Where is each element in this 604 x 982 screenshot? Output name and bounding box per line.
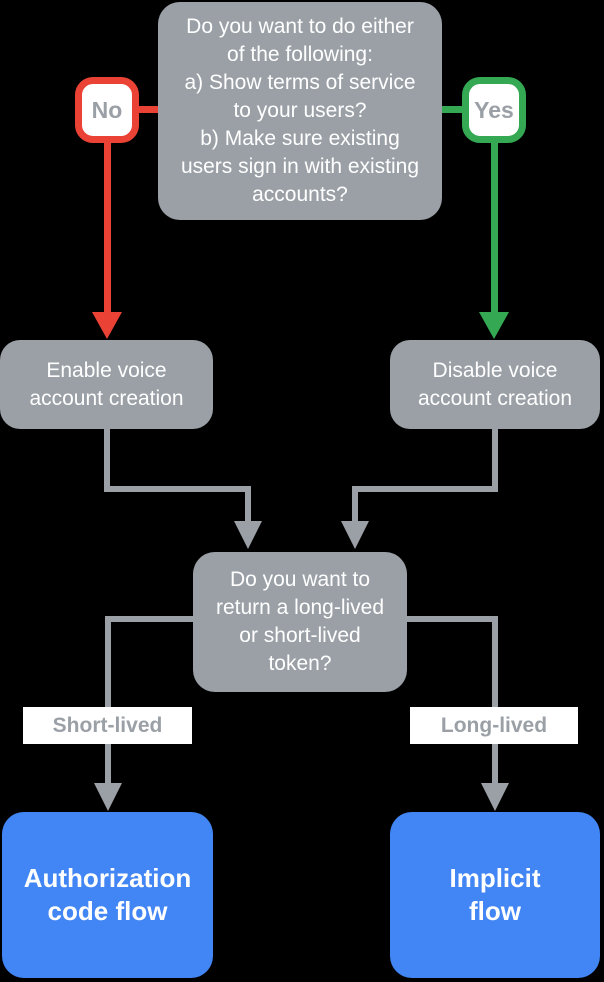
connector-yes-horizontal [440, 106, 464, 113]
connector-shortlived-horizontal [105, 616, 193, 622]
decision-node-token-question: Do you want to return a long-lived or sh… [193, 552, 407, 692]
connector-no-horizontal [136, 106, 160, 113]
connector-disable-down [492, 429, 498, 490]
action-node-disable-voice-account: Disable voice account creation [390, 340, 600, 429]
connector-yes-vertical [491, 141, 498, 312]
connector-enable-horizontal [104, 486, 251, 492]
connector-enable-drop [245, 486, 251, 524]
connector-longlived-horizontal [407, 616, 498, 622]
connector-shortlived-vertical [105, 616, 111, 785]
connector-disable-drop [352, 486, 358, 524]
badge-yes: Yes [462, 77, 526, 143]
decision-node-terms-question: Do you want to do either of the followin… [158, 2, 442, 220]
arrow-down-implicit-icon [481, 783, 509, 811]
path-label-long-lived: Long-lived [410, 707, 578, 744]
arrow-down-green-icon [479, 312, 509, 339]
badge-no: No [75, 77, 139, 143]
connector-no-vertical [104, 141, 111, 312]
arrow-down-authcode-icon [94, 783, 122, 811]
path-label-short-lived: Short-lived [23, 707, 192, 744]
result-node-authorization-code-flow: Authorization code flow [2, 812, 213, 978]
connector-longlived-vertical [492, 616, 498, 785]
arrow-down-red-icon [92, 312, 122, 339]
result-node-implicit-flow: Implicit flow [390, 812, 600, 978]
action-node-enable-voice-account: Enable voice account creation [0, 340, 213, 429]
arrow-down-gray-left-icon [234, 521, 262, 549]
arrow-down-gray-right-icon [341, 521, 369, 549]
connector-disable-horizontal [352, 486, 498, 492]
connector-enable-down [104, 429, 110, 490]
